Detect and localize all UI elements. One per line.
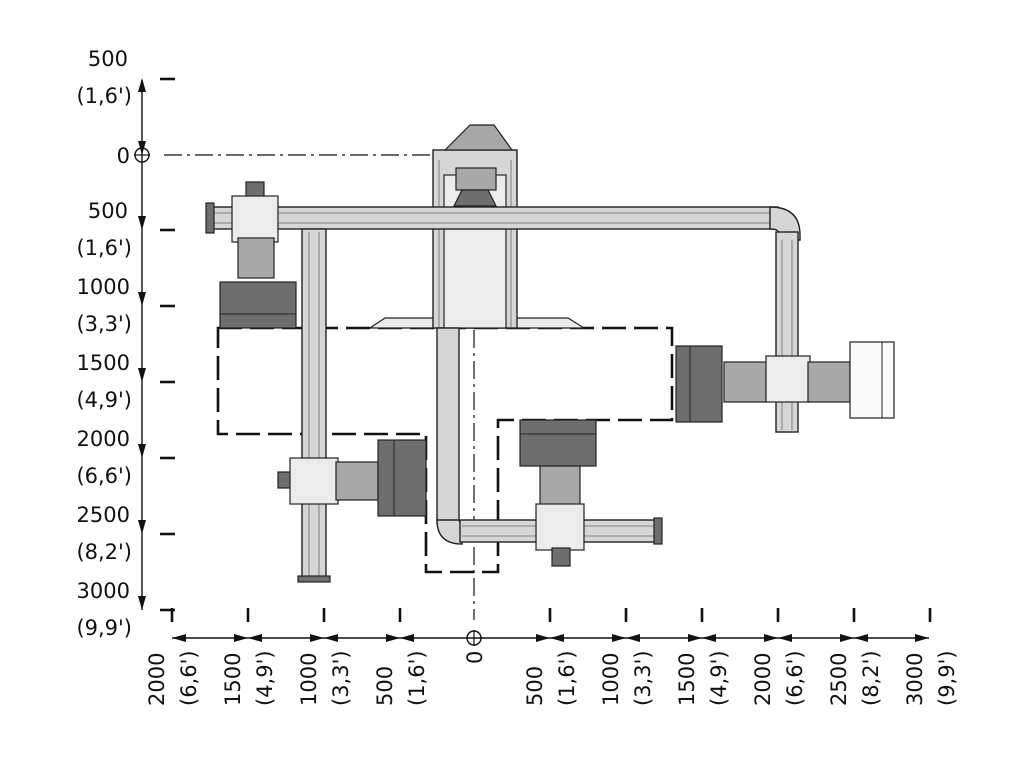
arrowhead [248,634,262,642]
unit-gripper-block [675,345,723,423]
unit-carriage [231,195,279,243]
h-tick-label-feet: (8,2') [859,650,883,706]
h-tick-label: 1000 [599,653,623,706]
h-tick-label: 0 [463,651,487,664]
v-tick-label-feet: (9,9') [76,616,132,640]
gripper-unit-left-middle [277,439,427,517]
column-top-head [443,124,514,151]
left-rail [301,228,327,580]
v-tick-label: 1500 [77,351,130,375]
h-tick-label: 2000 [145,653,169,706]
center-down-rail [436,327,460,524]
unit-gearbox-2 [807,361,851,403]
v-tick-label-feet: (3,3') [76,312,132,336]
unit-carriage [289,457,339,505]
rail-end-cap [205,202,215,234]
h-tick-label-feet: (6,6') [177,650,201,706]
rail-end-cap [297,575,331,583]
unit-carriage [765,355,811,403]
arrowhead [688,634,702,642]
column-motor [455,167,497,191]
h-tick-label: 500 [523,666,547,706]
column-bracket [453,189,497,207]
h-tick-label: 2000 [751,653,775,706]
v-tick-label-feet: (4,9') [76,388,132,412]
arrowhead [138,292,146,306]
h-tick-label: 1500 [221,653,245,706]
arrowhead [626,634,640,642]
h-tick-label-feet: (6,6') [783,650,807,706]
h-tick-label: 1000 [297,653,321,706]
vertical-dimension-axis: 500 (1,6') 0 500 (1,6') 1000 (3,3') 1500… [76,47,175,640]
h-tick-label-feet: (3,3') [329,650,353,706]
unit-gearbox [723,361,769,403]
arrowhead [778,634,792,642]
unit-end-block [849,341,895,419]
h-tick-label-feet: (1,6') [405,650,429,706]
v-tick-label: 0 [117,144,130,168]
arrowhead [550,634,564,642]
unit-gripper-block [219,281,297,329]
arrowhead [172,634,186,642]
v-tick-label: 1000 [77,275,130,299]
arrowhead [612,634,626,642]
v-tick-label-feet: (1,6') [76,236,132,260]
arrowhead [138,216,146,230]
central-column [432,124,518,329]
arrowhead [702,634,716,642]
arrowhead [915,634,929,642]
h-tick-label-feet: (1,6') [555,650,579,706]
arrowhead [400,634,414,642]
h-tick-label-feet: (3,3') [631,650,655,706]
gripper-unit-center-bottom [519,419,597,567]
unit-gearbox [237,237,275,279]
arrowhead [138,78,146,92]
top-rail [205,202,801,241]
unit-motor [551,547,571,567]
arrowhead [764,634,778,642]
h-tick-label: 2500 [827,653,851,706]
unit-gripper-block [377,439,427,517]
working-zone-outline [216,326,674,574]
arrowhead [854,634,868,642]
arrowhead [138,596,146,610]
arrowhead [138,444,146,458]
v-tick-label: 500 [88,199,128,223]
unit-gripper-block [519,419,597,467]
arrowhead [234,634,248,642]
arrowhead [386,634,400,642]
v-tick-label: 2500 [77,503,130,527]
unit-gearbox [539,465,581,507]
h-tick-label: 1500 [675,653,699,706]
v-tick-label: 2000 [77,427,130,451]
arrowhead [138,520,146,534]
h-tick-label-feet: (4,9') [253,650,277,706]
bottom-rail-corner [436,519,463,545]
arrowhead [138,368,146,382]
arrowhead [324,634,338,642]
horizontal-dimension-axis: 2000 (6,6') 1500 (4,9') 1000 (3,3') 500 … [145,608,959,706]
v-tick-label-feet: (8,2') [76,540,132,564]
gripper-unit-right [675,341,895,423]
v-tick-label-feet: (6,6') [76,464,132,488]
arrowhead [536,634,550,642]
h-tick-label-feet: (4,9') [707,650,731,706]
unit-carriage [535,503,585,551]
rail-end-cap [653,517,663,545]
v-tick-label: 500 [88,47,128,71]
gripper-unit-top-left [219,181,297,329]
rail-body [207,206,779,230]
h-tick-label-feet: (9,9') [935,650,959,706]
v-tick-label-feet: (1,6') [76,84,132,108]
unit-gearbox [335,461,379,501]
v-tick-label: 3000 [77,579,130,603]
h-tick-label: 500 [373,666,397,706]
h-tick-label: 3000 [903,653,927,706]
arrowhead [310,634,324,642]
arrowhead [840,634,854,642]
